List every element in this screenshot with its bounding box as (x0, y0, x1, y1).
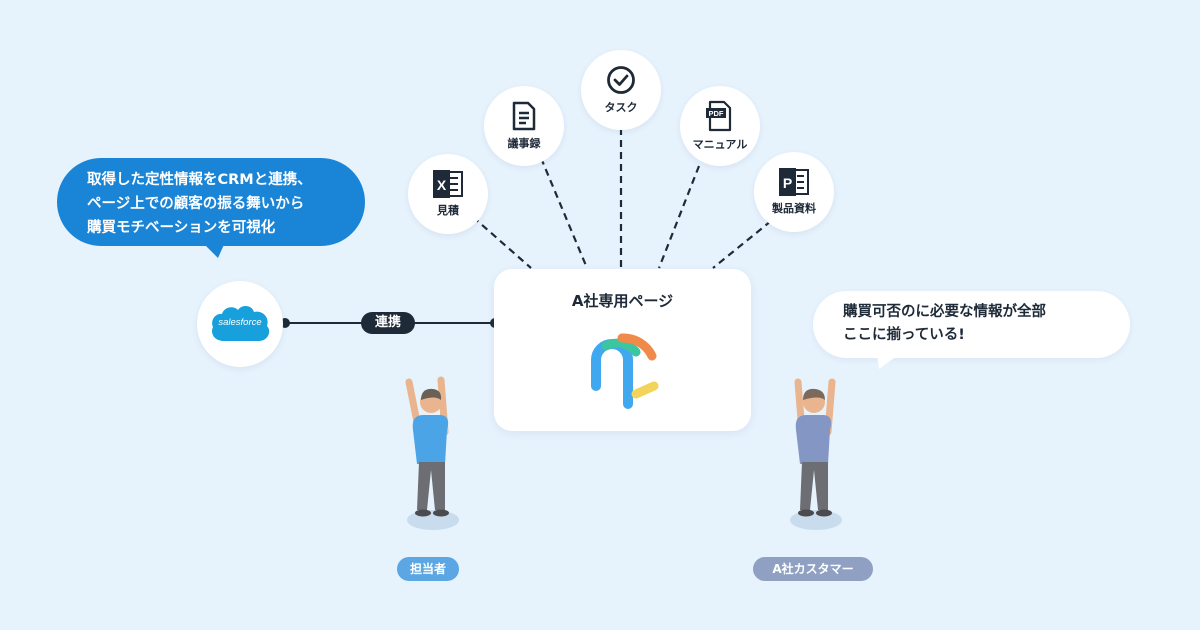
role-label-customer: A社カスタマー (753, 557, 873, 581)
connector-estimate (472, 216, 532, 269)
item-label: タスク (604, 101, 638, 114)
bubble-tail (877, 353, 901, 369)
bubble-line: 購買可否のに必要な情報が全部 (843, 304, 1046, 320)
staff-person-illustration (405, 376, 459, 530)
item-label: マニュアル (692, 138, 748, 151)
connector-minutes (539, 157, 589, 269)
item-minutes: 議事録 (484, 86, 564, 166)
connector-product (712, 220, 772, 269)
item-label: 議事録 (507, 137, 541, 150)
role-label-staff: 担当者 (397, 557, 459, 581)
salesforce-node: salesforce (197, 281, 283, 367)
bubble-line: 購買モチベーションを可視化 (87, 220, 276, 236)
svg-text:PDF: PDF (709, 109, 724, 118)
excel-icon: X (433, 170, 463, 198)
crm-speech-bubble: 取得した定性情報をCRMと連携、 ページ上での顧客の振る舞いから 購買モチベーシ… (57, 158, 365, 246)
page-title: A社専用ページ (571, 292, 674, 310)
pdf-icon: PDF (706, 100, 732, 132)
item-label: 見積 (437, 204, 459, 217)
bubble-line: ページ上での顧客の振る舞いから (87, 196, 305, 212)
customer-person-illustration (790, 378, 842, 530)
bubble-line: 取得した定性情報をCRMと連携、 (87, 172, 312, 188)
salesforce-logo-text: salesforce (218, 317, 262, 328)
customer-speech-bubble: 購買可否のに必要な情報が全部 ここに揃っている! (813, 291, 1130, 358)
item-label: 製品資料 (772, 202, 816, 215)
link-label: 連携 (361, 312, 415, 334)
bubble-tail (200, 240, 226, 258)
check-icon (607, 66, 635, 94)
svg-text:P: P (783, 175, 792, 191)
central-page-card: A社専用ページ (494, 269, 751, 431)
item-task: タスク (581, 50, 661, 130)
connector-manual (657, 165, 701, 269)
item-product: P 製品資料 (754, 152, 834, 232)
item-estimate: X 見積 (408, 154, 488, 234)
document-icon (512, 101, 536, 131)
svg-text:X: X (437, 177, 447, 193)
salesforce-cloud-icon (212, 306, 270, 341)
powerpoint-icon: P (779, 168, 809, 196)
item-manual: PDF マニュアル (680, 86, 760, 166)
app-logo-icon (591, 333, 659, 409)
bubble-line: ここに揃っている! (843, 327, 965, 343)
